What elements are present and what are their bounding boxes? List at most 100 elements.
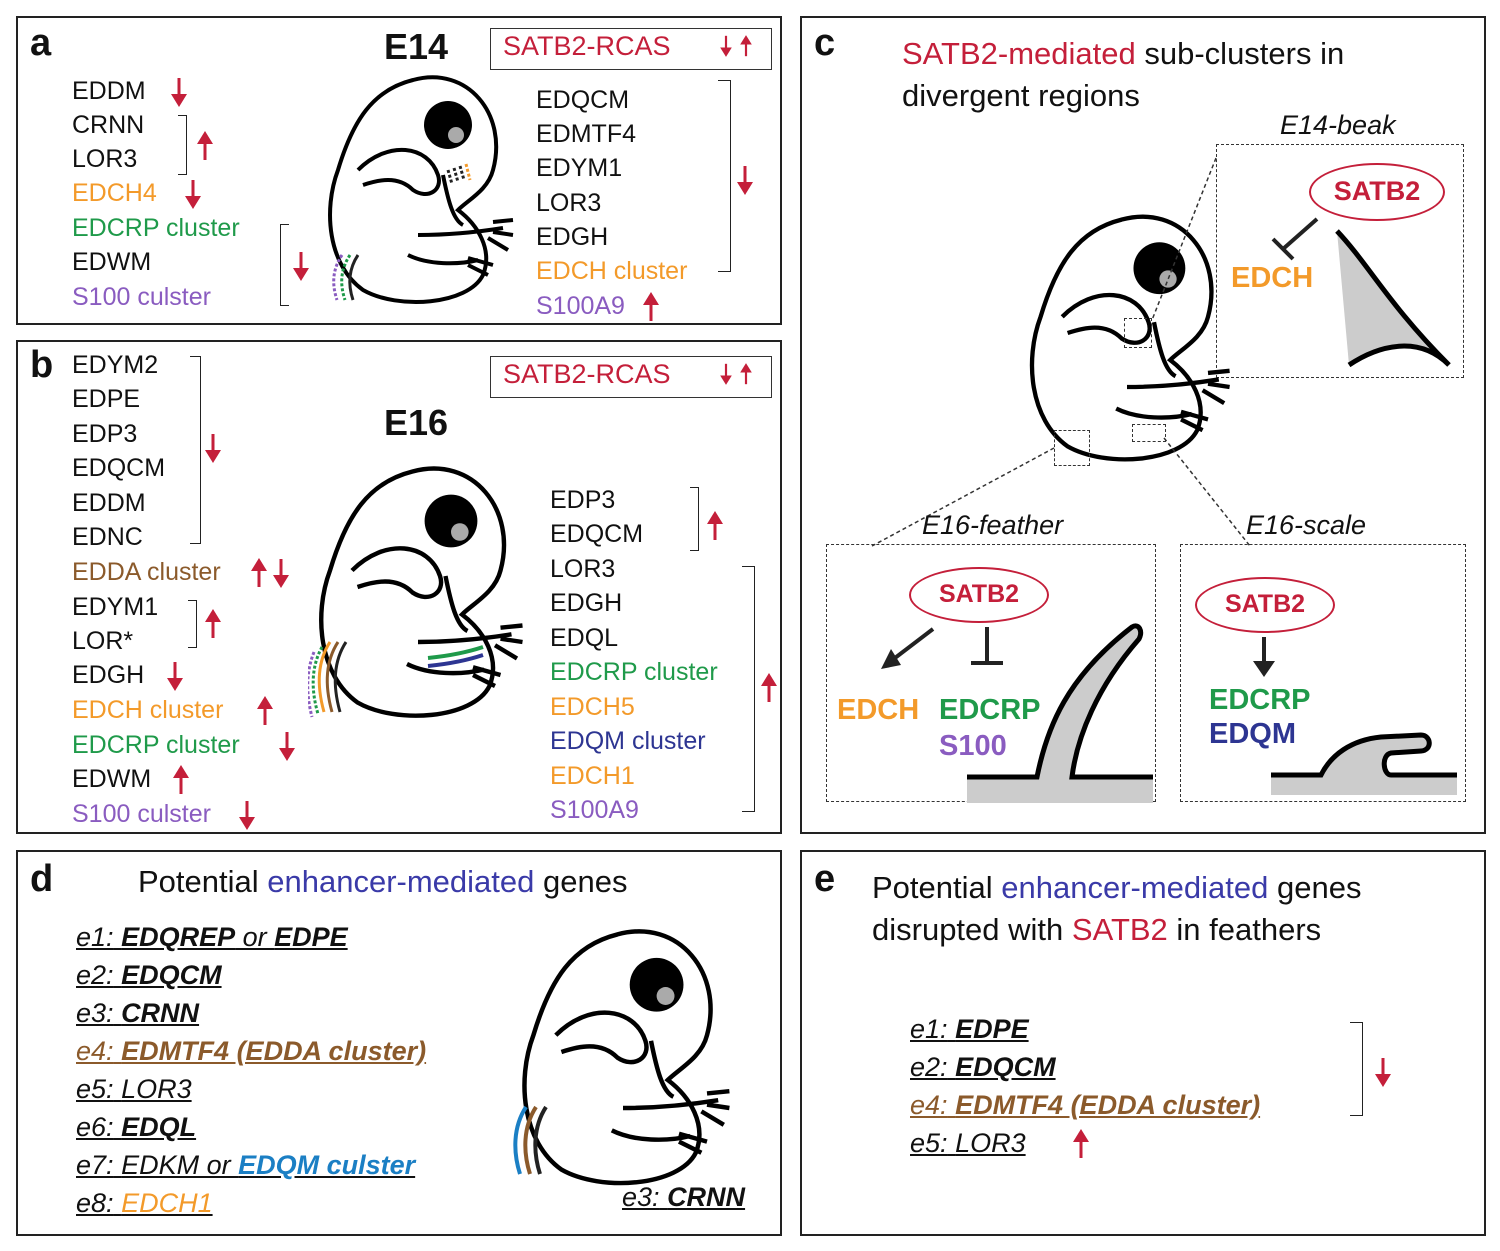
beak-shape	[1335, 229, 1451, 368]
gene: EDYM1	[72, 593, 159, 621]
gene: EDCH cluster	[536, 257, 688, 285]
arrow-up-icon	[248, 557, 270, 589]
scale-shape	[1271, 732, 1457, 795]
gene: EDCH cluster	[72, 696, 224, 724]
gene: LOR3	[72, 145, 138, 173]
embryo-caption: e3: CRNN	[622, 1178, 745, 1216]
gene: EDGH	[536, 223, 609, 251]
inhibit-icon	[1271, 217, 1319, 261]
title-post: genes	[1268, 870, 1362, 905]
title-pre: Potential	[872, 870, 1002, 905]
item-gene: EDPE	[274, 922, 348, 952]
arrow-down-icon	[734, 164, 756, 196]
satb2-label: SATB2	[938, 580, 1020, 608]
rcas-label: SATB2-RCAS	[503, 359, 671, 389]
item-key: e5:	[76, 1074, 114, 1104]
gene: EDWM	[72, 765, 152, 793]
enhancer-item: e3: CRNN	[76, 994, 199, 1032]
arrow-down-icon	[276, 730, 298, 762]
item-gene: LOR3	[121, 1074, 192, 1104]
panel-e: e Potential enhancer-mediated genes disr…	[800, 850, 1486, 1236]
stage-label: E14	[384, 26, 449, 67]
item-key: e4:	[76, 1036, 114, 1066]
bracket	[280, 224, 289, 306]
panel-label: b	[30, 344, 54, 386]
bracket	[190, 356, 201, 544]
panel-title: Potential enhancer-mediated genes	[872, 870, 1361, 906]
arrow-up-icon	[202, 608, 224, 640]
title2-red: SATB2	[1071, 912, 1168, 947]
item-key: e2:	[76, 960, 114, 990]
edcrp-label: EDCRP	[1209, 684, 1311, 716]
item-key: e2:	[910, 1052, 948, 1082]
zoom-beak	[1124, 318, 1152, 348]
title-red: SATB2-mediated	[902, 36, 1136, 71]
gene: EDCRP cluster	[72, 214, 240, 242]
arrow-up-icon	[254, 695, 276, 727]
satb2-label: SATB2	[1224, 590, 1306, 618]
enhancer-item: e5: LOR3	[910, 1124, 1026, 1162]
satb2-oval: SATB2	[1195, 577, 1335, 633]
gene: EDWM	[72, 248, 152, 276]
gene: EDQM cluster	[550, 727, 706, 755]
item-key: e1:	[910, 1014, 948, 1044]
enhancer-item: e8: EDCH1	[76, 1184, 213, 1222]
gene: S100 culster	[72, 800, 211, 828]
arrow-down-icon	[718, 33, 734, 59]
panel-d: d Potential enhancer-mediated genes e1: …	[16, 850, 782, 1236]
gene: EDQCM	[72, 454, 166, 482]
arrow-down-icon	[270, 557, 292, 589]
bracket	[742, 566, 755, 812]
arrow-up-icon	[758, 672, 780, 704]
item-key: e3:	[622, 1182, 660, 1212]
title2-pre: disrupted with	[872, 912, 1072, 947]
item-key: e5:	[910, 1128, 948, 1158]
arrow-up-icon	[738, 361, 754, 387]
gene: EDNC	[72, 523, 143, 551]
embryo-e14	[318, 60, 518, 310]
enhancer-item: e2: EDQCM	[76, 956, 222, 994]
gene: EDDM	[72, 489, 146, 517]
rcas-label: SATB2-RCAS	[503, 31, 671, 61]
rcas-box: SATB2-RCAS	[490, 356, 772, 398]
item-gene: EDKM or	[121, 1150, 239, 1180]
gene: EDCRP cluster	[550, 658, 718, 686]
gene: EDCH4	[72, 179, 157, 207]
gene: LOR*	[72, 627, 134, 655]
edcrp-label: EDCRP	[939, 694, 1041, 726]
gene: EDQCM	[536, 86, 630, 114]
satb2-oval: SATB2	[1309, 163, 1445, 221]
bracket	[718, 80, 731, 272]
feather-box: SATB2 EDCH EDCRP S100	[826, 544, 1156, 803]
item-gene: EDPE	[955, 1014, 1029, 1044]
gene: EDPE	[72, 385, 141, 413]
arrow-down-icon	[718, 361, 734, 387]
item-gene: EDQCM	[955, 1052, 1056, 1082]
zoom-scale	[1132, 424, 1166, 442]
item-key: e3:	[76, 998, 114, 1028]
item-gene: EDQCM	[121, 960, 222, 990]
item-gene: EDQL	[121, 1112, 197, 1142]
arrow-down-icon	[182, 178, 204, 210]
panel-title: Potential enhancer-mediated genes	[138, 864, 627, 900]
panel-title-line2: disrupted with SATB2 in feathers	[872, 912, 1321, 948]
satb2-label: SATB2	[1333, 176, 1421, 206]
gene: EDGH	[72, 661, 145, 689]
panel-label: e	[814, 858, 836, 900]
panel-title: SATB2-mediated sub-clusters in	[902, 36, 1344, 72]
s100-label: S100	[939, 730, 1007, 762]
title-post: genes	[534, 864, 628, 899]
item-gene: EDMTF4 (EDDA cluster)	[955, 1090, 1261, 1120]
edch-label: EDCH	[837, 694, 920, 726]
feather-shape	[967, 623, 1153, 803]
gene: EDMTF4	[536, 120, 636, 148]
arrow-up-icon	[170, 764, 192, 796]
arrow-up-icon	[738, 33, 754, 59]
bracket	[178, 115, 187, 175]
gene: EDYM2	[72, 351, 159, 379]
item-key: e6:	[76, 1112, 114, 1142]
panel-c: c SATB2-mediated sub-clusters in diverge…	[800, 16, 1486, 834]
enhancer-item: e4: EDMTF4 (EDDA cluster)	[76, 1032, 426, 1070]
scale-box: SATB2 EDCRP EDQM	[1180, 544, 1466, 802]
item-key: e4:	[910, 1090, 948, 1120]
